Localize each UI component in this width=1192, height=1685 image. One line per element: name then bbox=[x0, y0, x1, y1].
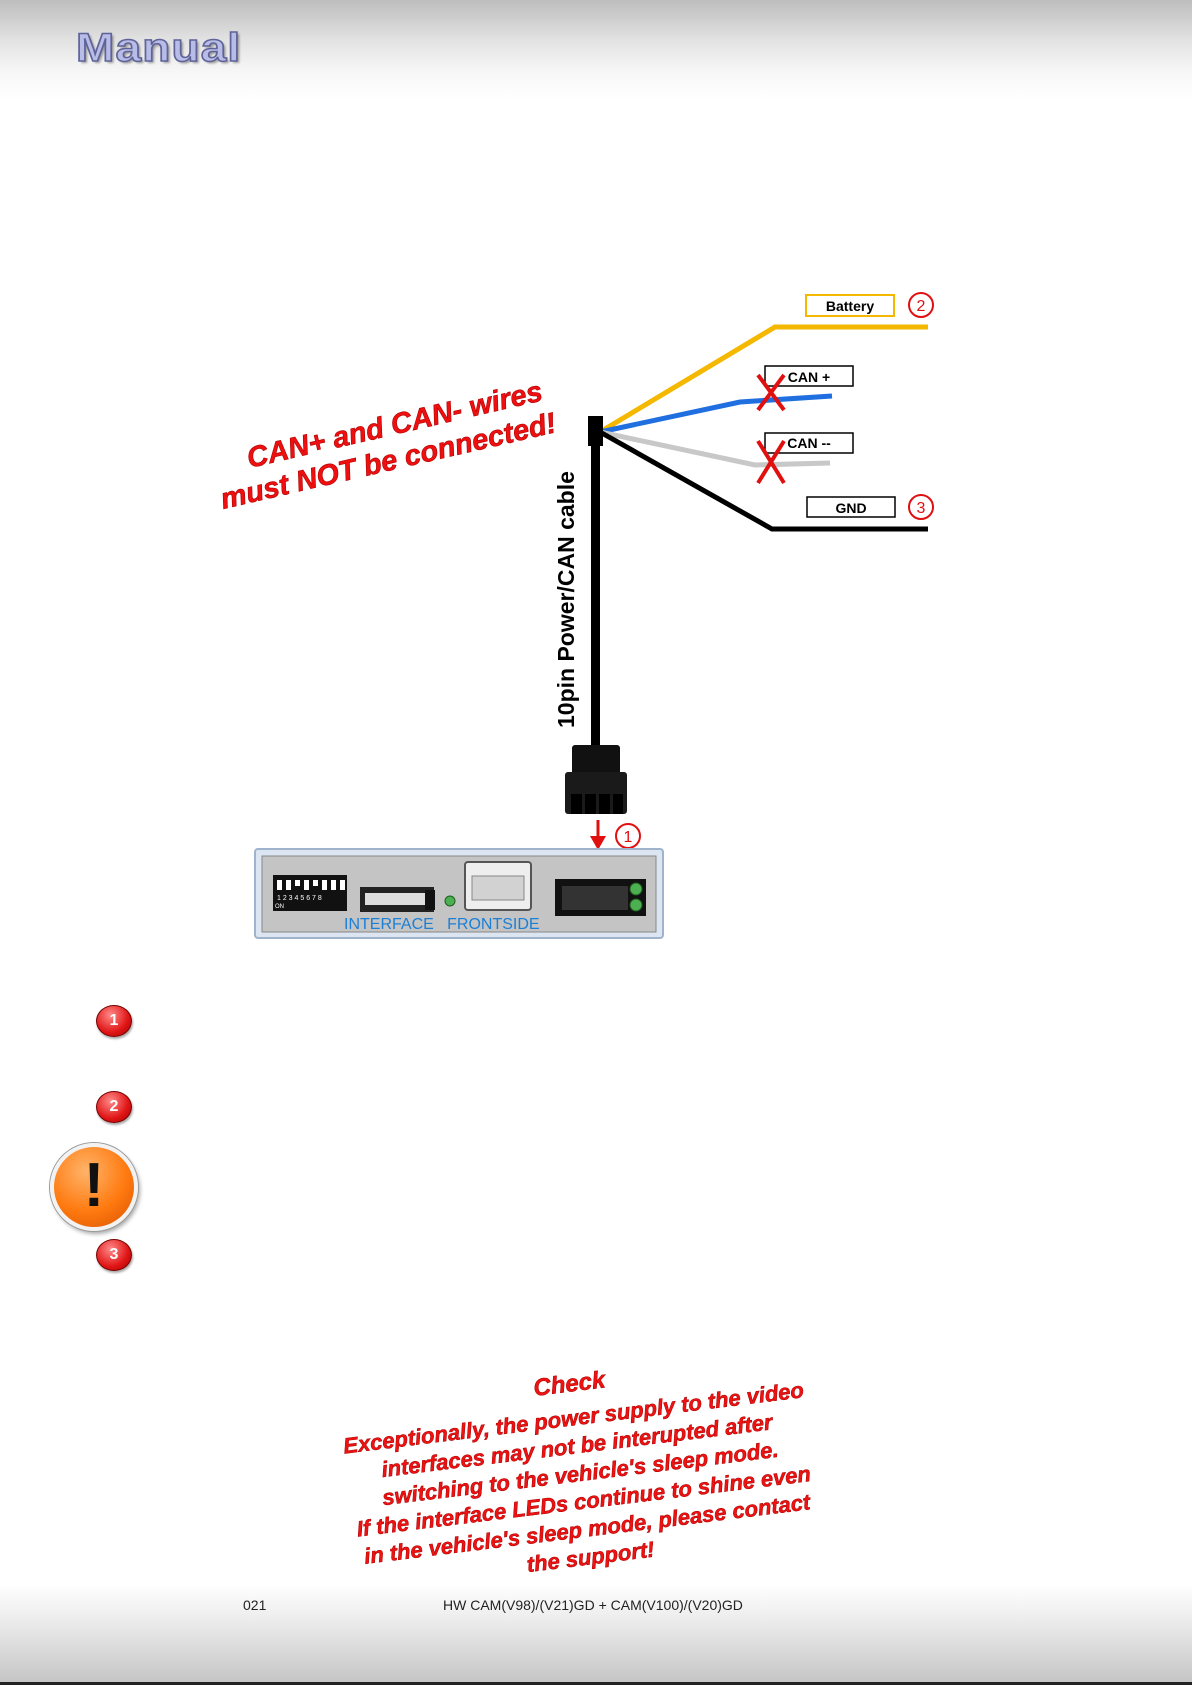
battery-label: Battery bbox=[826, 298, 874, 314]
can-plus-wire bbox=[599, 393, 833, 435]
gnd-wire bbox=[598, 429, 928, 532]
can-minus-wire bbox=[599, 429, 831, 468]
svg-text:2: 2 bbox=[917, 298, 926, 315]
marker-3-diagram: 3 bbox=[908, 494, 934, 520]
legend-marker-2: 2 bbox=[96, 1091, 132, 1123]
manual-logo: Manual bbox=[75, 25, 242, 71]
insert-arrow-icon bbox=[590, 820, 606, 850]
svg-text:1: 1 bbox=[624, 829, 633, 846]
can-minus-cross-icon bbox=[756, 439, 786, 485]
interface-frontside: 1 2 3 4 5 6 7 8 ON INTERFACE FRONTSIDE bbox=[254, 848, 664, 939]
gnd-label-box bbox=[806, 496, 896, 518]
footer-band bbox=[0, 1585, 1192, 1685]
can-plus-cross-icon bbox=[756, 373, 786, 412]
marker-1-diagram: 1 bbox=[615, 823, 641, 849]
cable-label: 10pin Power/CAN cable bbox=[553, 471, 579, 728]
can-minus-label-box bbox=[764, 432, 854, 454]
can-plus-label: CAN + bbox=[788, 369, 830, 385]
cable-connector-plug bbox=[565, 745, 627, 814]
battery-label-box bbox=[805, 294, 895, 317]
svg-text:ON: ON bbox=[275, 904, 284, 910]
svg-text:1 2 3 4 5 6 7 8: 1 2 3 4 5 6 7 8 bbox=[277, 895, 322, 902]
page-number: 021 bbox=[243, 1597, 267, 1613]
marker-2-diagram: 2 bbox=[908, 292, 934, 318]
battery-wire bbox=[598, 324, 928, 435]
svg-text:3: 3 bbox=[917, 500, 926, 517]
can-plus-label-box bbox=[764, 365, 854, 387]
interface-label: INTERFACE FRONTSIDE bbox=[344, 916, 540, 933]
model-name: HW CAM(V98)/(V21)GD + CAM(V100)/(V20)GD bbox=[443, 1597, 743, 1613]
header-band bbox=[0, 0, 1192, 100]
legend-marker-3: 3 bbox=[96, 1239, 132, 1271]
cable-strain-relief bbox=[588, 416, 603, 446]
legend-marker-1: 1 bbox=[96, 1005, 132, 1037]
cable-trunk bbox=[591, 444, 600, 749]
can-minus-label: CAN -- bbox=[787, 435, 831, 451]
gnd-label: GND bbox=[835, 500, 866, 516]
footer-rule bbox=[0, 1682, 1192, 1685]
exclamation-icon: ! bbox=[50, 1143, 138, 1231]
